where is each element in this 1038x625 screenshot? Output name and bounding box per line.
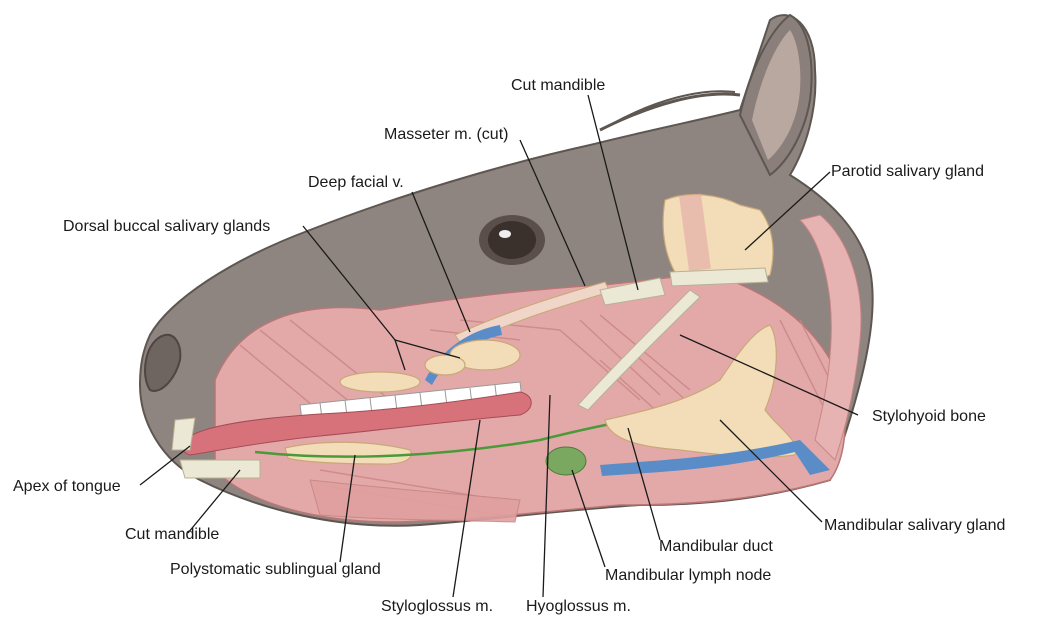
label-dorsal-buccal: Dorsal buccal salivary glands [63,218,271,235]
stylohyoid-bone [577,289,701,411]
ear-inner [752,30,801,160]
cut-mandible-lower [179,459,261,479]
dorsal-buccal-glands [339,339,521,393]
label-deep-facial-vein: Deep facial v. [308,174,404,191]
label-styloglossus: Styloglossus m. [381,598,494,615]
neck-muscle [799,214,862,461]
label-apex-tongue: Apex of tongue [13,478,121,495]
label-stylohyoid: Stylohyoid bone [872,408,986,425]
label-hyoglossus: Hyoglossus m. [526,598,631,615]
mandibular-gland [604,324,797,458]
parotid-bone [669,267,769,287]
nostril [144,333,182,392]
label-sublingual: Polystomatic sublingual gland [170,561,381,578]
label-parotid: Parotid salivary gland [831,163,984,180]
label-cut-mandible-bottom: Cut mandible [125,526,220,543]
label-mandibular-duct: Mandibular duct [659,538,773,555]
label-cut-mandible-top: Cut mandible [511,77,606,94]
label-mandibular-lymph: Mandibular lymph node [605,567,772,584]
mandibular-vein [600,440,830,476]
label-masseter: Masseter m. (cut) [384,126,509,143]
mandibular-lymph-node [545,446,587,476]
label-mandibular-gland: Mandibular salivary gland [824,517,1006,534]
leader-lines [139,94,859,598]
tongue [181,391,532,456]
cut-mandible-upper [599,277,666,306]
sublingual-gland [284,441,412,465]
